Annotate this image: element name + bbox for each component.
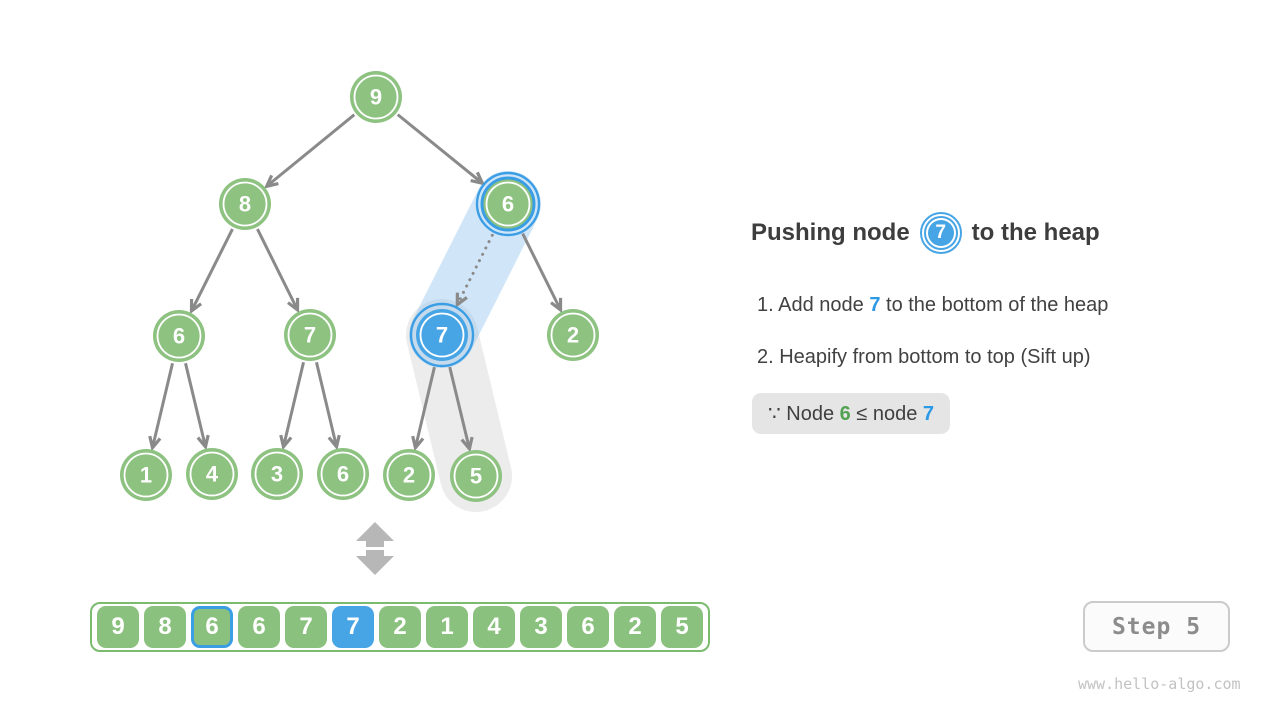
array-cell: 3 [520, 606, 562, 648]
array-cell: 6 [238, 606, 280, 648]
tree-edge [315, 361, 338, 446]
heap-tree-diagram: 9 8 6 6 7 7 2 1 4 3 6 2 5 [120, 71, 599, 575]
tree-node-value: 1 [140, 463, 152, 488]
tree-edge [151, 362, 174, 447]
tree-edge [448, 366, 471, 448]
tree-edge [396, 113, 482, 184]
tree-edge [267, 113, 356, 187]
tree-edge [256, 228, 299, 309]
highlighted-value: 7 [922, 403, 935, 425]
tree-node: 3 [251, 448, 303, 500]
tree-edge [184, 362, 207, 446]
instruction-item: 2. Heapify from bottom to top (Sift up) [757, 346, 1108, 368]
tree-node: 1 [120, 449, 172, 501]
tree-node: 8 [219, 178, 271, 230]
tree-edge-head [189, 298, 203, 315]
tree-edge [414, 366, 436, 447]
tree-node-value: 9 [370, 85, 382, 110]
array-cell: 1 [426, 606, 468, 648]
tree-node: 2 [383, 449, 435, 501]
array-cell: 6 [191, 606, 233, 648]
tree-node: 4 [186, 448, 238, 500]
tree-node: 6 [475, 171, 541, 237]
array-cell: 7 [332, 606, 374, 648]
text-segment: 1. Add node [757, 294, 870, 316]
tree-edge-head [196, 434, 210, 451]
node-7-badge: 7 [919, 212, 962, 254]
tree-edge-head [411, 435, 425, 452]
comparison-note: ∵ Node 6 ≤ node 7 [752, 393, 951, 434]
tree-edge [521, 232, 562, 309]
tree-node-value: 6 [337, 462, 349, 487]
tree-edge-head [460, 436, 474, 453]
tree-edge [191, 228, 234, 310]
instruction-list: 1. Add node 7 to the bottom of the heap 2… [757, 294, 1108, 398]
array-cell: 5 [661, 606, 703, 648]
tree-edge-head [263, 174, 279, 189]
tree-node-value: 5 [470, 464, 482, 489]
array-cell: 2 [379, 606, 421, 648]
tree-node: 6 [317, 448, 369, 500]
watermark: www.hello-algo.com [1078, 675, 1241, 693]
tree-node-value: 7 [436, 323, 448, 348]
tree-node: 5 [450, 450, 502, 502]
highlighted-value: 7 [869, 294, 881, 316]
comparison-note-text: ∵ Node 6 ≤ node 7 [768, 401, 934, 426]
highlighted-value: 6 [839, 403, 851, 425]
tree-array-equivalence-icon [356, 522, 394, 547]
tree-node-value: 7 [304, 323, 316, 348]
tree-edge-head [550, 297, 563, 314]
dotted-compare-arrow [456, 233, 494, 305]
dotted-compare-arrow-head [455, 292, 468, 308]
tree-node-value: 6 [502, 192, 514, 217]
tree-node: 7 [284, 309, 336, 361]
panel-title-suffix: to the heap [971, 219, 1100, 246]
text-segment: ≤ node [850, 403, 923, 425]
array-cell: 6 [567, 606, 609, 648]
tree-edge-head [470, 171, 486, 186]
array-cell: 9 [97, 606, 139, 648]
tree-node-value: 2 [403, 463, 415, 488]
tree-edge [282, 361, 305, 446]
tree-edge-head [148, 435, 162, 452]
tree-edge-head [279, 434, 293, 451]
array-cell: 8 [144, 606, 186, 648]
tree-node-value: 2 [567, 323, 579, 348]
step-counter: Step 5 [1083, 601, 1230, 652]
tree-node-value: 4 [206, 462, 219, 487]
text-segment: ∵ Node [768, 403, 840, 425]
tree-node-value: 8 [239, 192, 251, 217]
tree-node: 7 [409, 302, 475, 368]
panel-title: Pushing node 7 to the heap [751, 211, 1100, 255]
tree-node-value: 6 [173, 324, 185, 349]
tree-node: 2 [547, 309, 599, 361]
text-segment: to the bottom of the heap [880, 294, 1109, 316]
tree-edge-head [287, 297, 300, 314]
tree-edge-head [327, 434, 341, 451]
array-cell: 7 [285, 606, 327, 648]
tree-array-equivalence-icon [356, 550, 394, 575]
node-7-badge-value: 7 [935, 222, 946, 243]
instruction-item: 1. Add node 7 to the bottom of the heap [757, 294, 1108, 316]
array-cell: 2 [614, 606, 656, 648]
panel-title-prefix: Pushing node [751, 219, 910, 246]
array-cell: 4 [473, 606, 515, 648]
tree-node: 9 [350, 71, 402, 123]
tree-node: 6 [153, 310, 205, 362]
tree-node-value: 3 [271, 462, 283, 487]
text-segment: 2. Heapify from bottom to top (Sift up) [757, 346, 1091, 368]
